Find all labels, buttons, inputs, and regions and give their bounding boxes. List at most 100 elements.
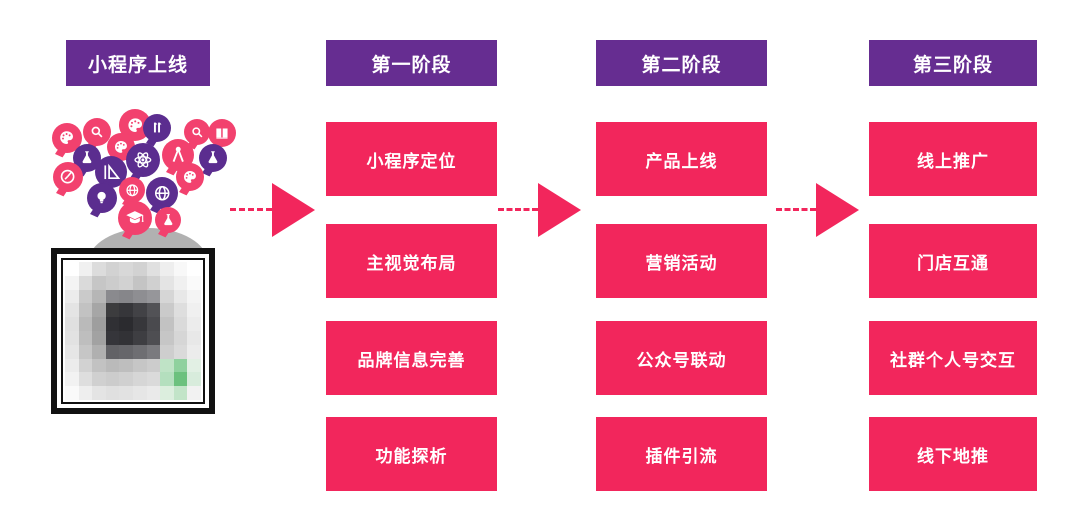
pixel-cell xyxy=(133,331,147,345)
atom-icon xyxy=(126,143,160,177)
pixel-cell xyxy=(133,262,147,276)
pixel-cell xyxy=(119,372,133,387)
phase3-item-list: 线上推广门店互通社群个人号交互线下地推 xyxy=(869,122,1037,494)
pixel-cell xyxy=(92,331,106,345)
pixel-cell xyxy=(105,317,120,331)
pixel-cell xyxy=(160,386,174,400)
dashed-connector-line xyxy=(230,208,272,211)
dashed-connector-line xyxy=(498,208,538,211)
pixel-cell xyxy=(119,331,133,345)
pixel-cell xyxy=(133,358,147,373)
pixel-cell xyxy=(133,372,147,387)
pixel-cell xyxy=(146,275,161,290)
pixel-cell xyxy=(105,303,120,318)
book-icon xyxy=(208,119,236,147)
pixel-cell xyxy=(119,344,133,359)
pixel-cell xyxy=(65,317,79,331)
pixel-cell xyxy=(119,303,133,318)
frame-inner-border xyxy=(61,258,205,404)
pixel-cell xyxy=(78,262,93,276)
pixel-cell xyxy=(187,372,201,387)
music-notes-icon xyxy=(143,114,171,142)
pixel-cell xyxy=(65,358,79,373)
pixel-cell xyxy=(187,344,201,359)
pixel-cell xyxy=(160,331,174,345)
pixel-cell xyxy=(65,344,79,359)
pixel-cell xyxy=(119,358,133,373)
pixel-cell xyxy=(65,262,79,276)
pixel-cell xyxy=(160,344,174,359)
icon-bubble-cluster xyxy=(38,98,243,243)
task-box: 品牌信息完善 xyxy=(326,321,497,395)
clock-icon xyxy=(53,162,83,192)
pixel-cell xyxy=(92,372,106,387)
pixel-cell xyxy=(133,275,147,290)
arrow-right-icon xyxy=(538,183,581,237)
pixel-cell xyxy=(78,344,93,359)
pixel-cell xyxy=(160,358,174,373)
task-box: 产品上线 xyxy=(596,122,767,196)
pixel-cell xyxy=(78,317,93,331)
pixel-cell xyxy=(119,317,133,331)
column-header-launch: 小程序上线 xyxy=(66,40,210,86)
task-box: 营销活动 xyxy=(596,224,767,298)
pixel-cell xyxy=(133,303,147,318)
pixel-cell xyxy=(160,289,174,304)
pixel-cell xyxy=(65,372,79,387)
pixel-cell xyxy=(65,289,79,304)
pixel-cell xyxy=(92,386,106,400)
pixel-cell xyxy=(187,303,201,318)
pixel-cell xyxy=(146,262,161,276)
pixel-cell xyxy=(105,289,120,304)
pixel-cell xyxy=(187,358,201,373)
task-box: 主视觉布局 xyxy=(326,224,497,298)
task-box: 小程序定位 xyxy=(326,122,497,196)
pixel-cell xyxy=(160,275,174,290)
task-box: 插件引流 xyxy=(596,417,767,491)
pixel-cell xyxy=(78,303,93,318)
pixel-cell xyxy=(173,303,188,318)
pixel-cell xyxy=(78,372,93,387)
pixel-cell xyxy=(173,289,188,304)
pixel-cell xyxy=(187,275,201,290)
pixel-cell xyxy=(187,289,201,304)
arrow-right-icon xyxy=(816,183,859,237)
pixel-cell xyxy=(173,317,188,331)
pixel-cell xyxy=(146,344,161,359)
pixel-cell xyxy=(105,275,120,290)
pixel-cell xyxy=(65,331,79,345)
pixel-cell xyxy=(133,317,147,331)
pixel-cell xyxy=(65,303,79,318)
pixel-cell xyxy=(92,275,106,290)
pixel-cell xyxy=(78,275,93,290)
pixel-cell xyxy=(187,386,201,400)
pixel-cell xyxy=(146,317,161,331)
pixel-cell xyxy=(92,289,106,304)
pixel-cell xyxy=(187,331,201,345)
pixel-cell xyxy=(146,331,161,345)
pixelated-image xyxy=(65,262,201,400)
pixel-cell xyxy=(105,358,120,373)
pixel-cell xyxy=(92,358,106,373)
pixel-cell xyxy=(119,289,133,304)
column-header-phase1: 第一阶段 xyxy=(326,40,497,86)
pixel-cell xyxy=(92,344,106,359)
pixel-cell xyxy=(119,386,133,400)
task-box: 社群个人号交互 xyxy=(869,321,1037,395)
task-box: 公众号联动 xyxy=(596,321,767,395)
pixel-cell xyxy=(105,262,120,276)
globe-icon xyxy=(119,177,145,203)
pixel-cell xyxy=(92,303,106,318)
pixel-cell xyxy=(187,262,201,276)
pixel-cell xyxy=(146,386,161,400)
phase2-item-list: 产品上线营销活动公众号联动插件引流 xyxy=(596,122,767,494)
arrow-right-icon xyxy=(272,183,315,237)
pixel-cell xyxy=(146,289,161,304)
pixel-cell xyxy=(160,262,174,276)
pixel-cell xyxy=(173,358,188,373)
palette-icon xyxy=(176,163,204,191)
flask-icon xyxy=(199,144,227,172)
pixel-cell xyxy=(173,262,188,276)
pixel-cell xyxy=(78,386,93,400)
